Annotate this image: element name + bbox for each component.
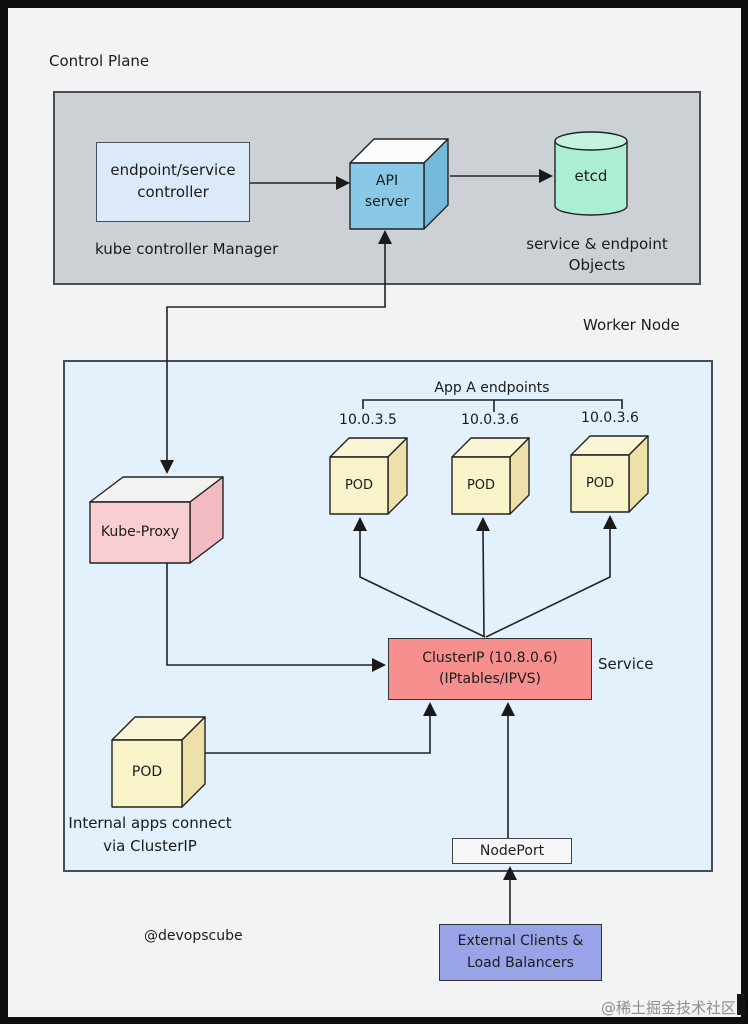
service-label: Service [598,655,654,673]
watermark-label: @稀土掘金技术社区 [601,999,737,1017]
nodeport-box: NodePort [452,838,572,864]
kube-proxy-label: Kube-Proxy [100,524,180,540]
internal-note: Internal apps connect via ClusterIP [68,814,232,855]
pod-ip-3: 10.0.3.6 [581,410,639,426]
external-clients-line2: Load Balancers [467,954,574,971]
pod-label-2: POD [466,478,496,493]
worker-node-region [63,360,713,872]
api-server-label: API server [364,173,410,210]
controller-label-line2: controller [137,183,209,201]
controller-label-line1: endpoint/service [110,161,236,180]
control-plane-title: Control Plane [49,52,150,70]
cluster-ip-service-box: ClusterIP (10.8.0.6) (IPtables/IPVS) [388,638,592,700]
credit-label: @devopscube [144,928,243,944]
watermark-logo-fragment [737,994,745,1015]
pod-label-1: POD [344,478,374,493]
pod-ip-1: 10.0.3.5 [339,412,397,428]
etcd-label: etcd [574,167,608,185]
external-clients-line1: External Clients & [457,932,584,949]
cluster-ip-line2: (IPtables/IPVS) [439,671,541,687]
internal-pod-label: POD [131,764,163,780]
app-a-endpoints-label: App A endpoints [434,380,550,396]
kube-controller-manager-label: kube controller Manager [95,240,279,258]
pod-ip-2: 10.0.3.6 [461,412,519,428]
cluster-ip-line1: ClusterIP (10.8.0.6) [422,650,558,666]
worker-node-title: Worker Node [583,316,680,334]
nodeport-label: NodePort [479,843,545,859]
external-clients-box: External Clients & Load Balancers [439,924,602,981]
pod-label-3: POD [585,476,615,491]
endpoint-service-controller-box: endpoint/service controller [96,142,250,222]
service-endpoint-objects-note: service & endpoint Objects [526,235,668,274]
